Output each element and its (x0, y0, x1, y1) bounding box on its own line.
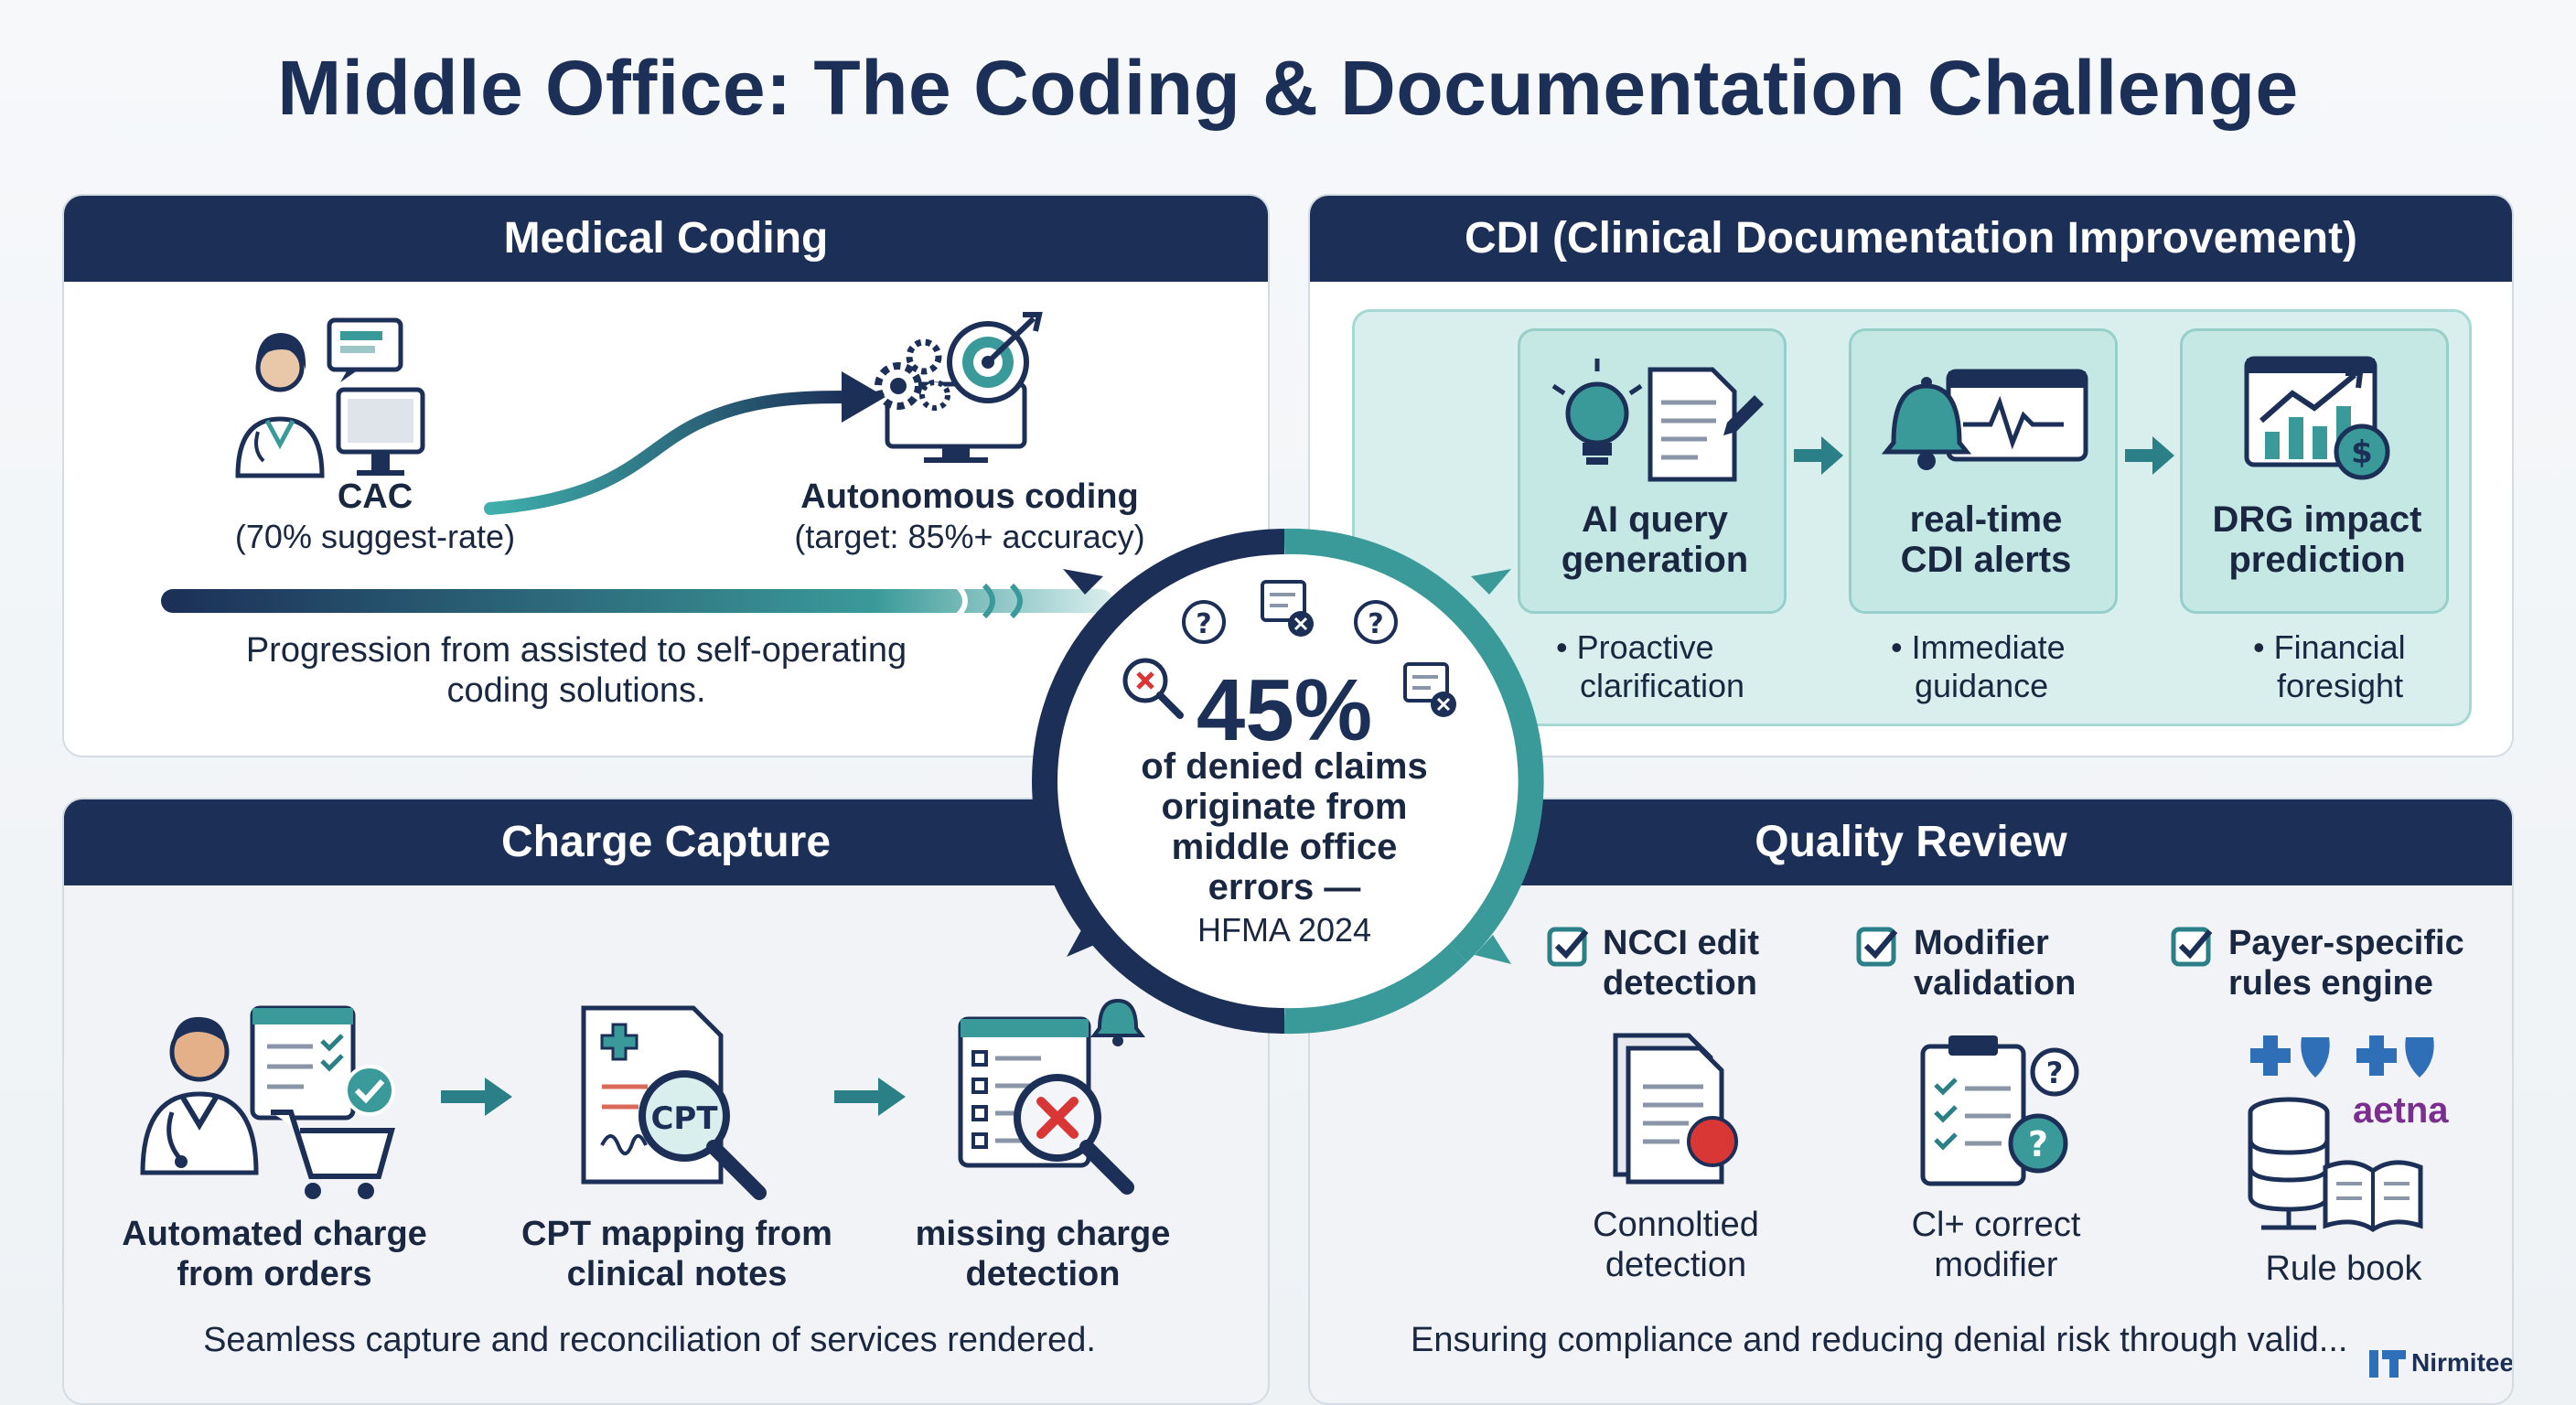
nirmitee-logo-icon (2367, 1345, 2408, 1381)
autonomous-coding-label: Autonomous coding (800, 477, 1139, 516)
charge-step-label-line2: detection (965, 1255, 1121, 1293)
quality-item-title-line2: rules engine (2228, 964, 2433, 1003)
charge-arrow-right-icon (834, 1074, 907, 1120)
chart-dollar-icon: $ (2238, 349, 2402, 487)
checkbox-checked-icon (1855, 924, 1901, 970)
charge-step-label-line1: missing charge (915, 1215, 1171, 1253)
cdi-arrow-right-icon (2125, 433, 2176, 478)
stat-line1: of denied claims (1141, 746, 1428, 787)
stat-source: HFMA 2024 (1197, 911, 1372, 949)
quality-item-sub-line1: Connoltied (1593, 1206, 1759, 1244)
medical-coding-panel: Medical Coding (62, 194, 1270, 757)
cac-detail: (70% suggest-rate) (234, 518, 516, 555)
stat-value: 45% (1196, 661, 1373, 759)
database-book-icon (2243, 1092, 2444, 1239)
cpt-badge-text: CPT (650, 1100, 718, 1137)
cpt-magnifier-icon: CPT (565, 999, 785, 1200)
cac-label: CAC (337, 477, 413, 516)
cdi-card-label-line1: real-time (1909, 499, 2063, 540)
stat-line4: errors — (1208, 867, 1361, 907)
cdi-bullet-line1: • Immediate (1891, 628, 2066, 666)
charge-arrow-right-icon (441, 1074, 514, 1120)
cdi-card-drg-impact: $ DRG impact prediction (2180, 328, 2449, 614)
quality-item-title-line1: Modifier (1914, 924, 2049, 962)
charge-capture-caption: Seamless capture and reconciliation of s… (203, 1321, 1096, 1359)
quality-item-sub-line2: detection (1605, 1246, 1747, 1284)
cdi-bullet-line1: • Financial (2253, 628, 2406, 666)
cdi-header: CDI (Clinical Documentation Improvement) (1310, 196, 2512, 282)
medical-coding-header: Medical Coding (64, 196, 1268, 282)
quality-review-caption: Ensuring compliance and reducing denial … (1411, 1321, 2348, 1359)
cdi-arrow-right-icon (1794, 433, 1845, 478)
coder-at-computer-icon (220, 313, 476, 487)
nirmitee-logo-text: Nirmitee.io (2411, 1348, 2514, 1377)
cdi-card-label-line2: prediction (2228, 540, 2406, 580)
quality-item-title-line1: NCCI edit (1603, 924, 1759, 962)
cdi-card-label-line2: CDI alerts (1900, 540, 2072, 580)
progression-bar (161, 582, 1131, 618)
cdi-card-label-line1: AI query (1581, 499, 1729, 540)
quality-item-title-line2: detection (1603, 964, 1757, 1003)
cdi-card-label-line2: generation (1561, 540, 1749, 580)
charge-step-label-line1: Automated charge (122, 1215, 427, 1253)
cdi-panel: CDI (Clinical Documentation Improvement)… (1308, 194, 2514, 757)
cdi-card-realtime-alerts: real-time CDI alerts (1849, 328, 2118, 614)
svg-text:?: ? (2028, 1124, 2048, 1164)
checkbox-checked-icon (2170, 924, 2216, 970)
stat-line2: originate from (1161, 787, 1408, 827)
cdi-bullet-line1: • Proactive (1556, 628, 1714, 666)
quality-item-title-line2: validation (1914, 964, 2077, 1003)
quality-item-title-line1: Payer-specific (2228, 924, 2464, 962)
svg-text:?: ? (2046, 1056, 2064, 1090)
cdi-bullet-line2: foresight (2277, 667, 2404, 704)
medical-coding-caption-line2: coding solutions. (446, 671, 706, 710)
bell-monitor-icon (1875, 355, 2095, 483)
svg-text:$: $ (2351, 434, 2373, 471)
autonomous-coding-detail: (target: 85%+ accuracy) (794, 518, 1145, 555)
stat-line3: middle office (1171, 827, 1398, 867)
medical-coding-caption-line1: Progression from assisted to self-operat… (245, 631, 907, 670)
autonomous-gears-target-icon (851, 306, 1052, 470)
center-stat-ring: ? ? (1010, 507, 1559, 1056)
quality-item-sub-line1: Cl+ correct (1911, 1206, 2081, 1244)
checkbox-checked-icon (1546, 924, 1592, 970)
quality-item-sub-line2: modifier (1934, 1246, 2058, 1284)
cdi-card-label-line1: DRG impact (2212, 499, 2422, 540)
doctor-cart-icon (134, 1003, 426, 1204)
document-alert-icon (1606, 1030, 1744, 1185)
cdi-bullet-line2: clarification (1580, 667, 1745, 704)
quality-item-sub-line1: Rule book (2265, 1249, 2422, 1288)
svg-text:?: ? (1196, 608, 1211, 640)
payer-shields-icon (2241, 1032, 2442, 1083)
cdi-bullet-line2: guidance (1915, 667, 2049, 704)
charge-step-label-line2: from orders (177, 1255, 372, 1293)
cdi-workflow-area: AI query generation real-time CDI alerts (1352, 309, 2472, 726)
cdi-card-ai-query: AI query generation (1518, 328, 1787, 614)
svg-text:?: ? (1368, 608, 1383, 640)
checklist-error-icon (942, 992, 1162, 1202)
lightbulb-document-icon (1544, 349, 1764, 487)
charge-step-label-line2: clinical notes (566, 1255, 788, 1293)
charge-step-label-line1: CPT mapping from (521, 1215, 832, 1253)
page-title: Middle Office: The Coding & Documentatio… (277, 45, 2299, 131)
charge-capture-panel: Charge Capture (62, 798, 1270, 1405)
aetna-logo-text: aetna (2353, 1090, 2449, 1131)
clipboard-question-icon: ? ? (1914, 1028, 2088, 1193)
progression-arrow-icon (476, 360, 896, 525)
